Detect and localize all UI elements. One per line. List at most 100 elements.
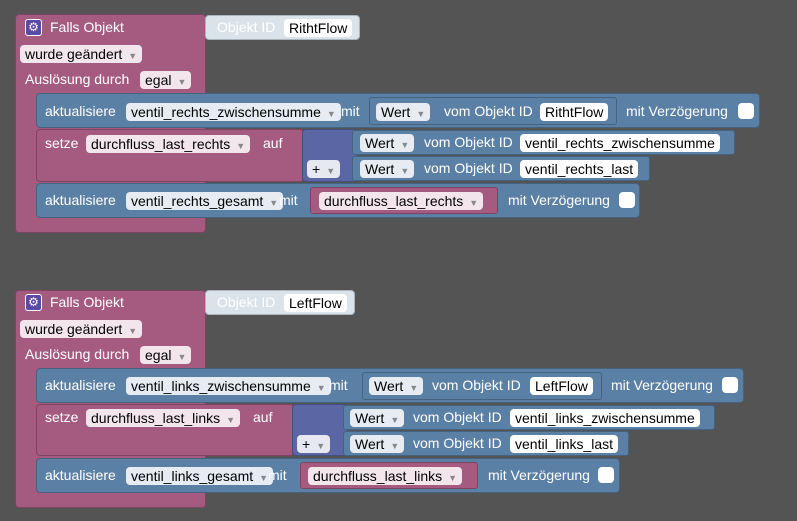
wert-value: Wert bbox=[355, 436, 385, 452]
dropdown-arrow-icon: ▼ bbox=[128, 326, 138, 336]
update-variable-dropdown[interactable]: ventil_rechts_gesamt ▼ bbox=[126, 192, 284, 210]
vom-objekt-label: vom Objekt ID bbox=[424, 134, 513, 150]
gear-icon[interactable]: ⚙ bbox=[25, 294, 42, 311]
update-variable-dropdown[interactable]: ventil_rechts_zwischensumme ▼ bbox=[126, 103, 341, 121]
setze-label: setze bbox=[45, 135, 79, 151]
delay-checkbox[interactable] bbox=[598, 467, 614, 483]
trigger-spine bbox=[20, 88, 34, 226]
object-field[interactable]: RithtFlow bbox=[540, 103, 609, 121]
trigger-spine bbox=[20, 365, 34, 501]
value-variable-dropdown[interactable]: durchfluss_last_rechts ▼ bbox=[319, 192, 484, 210]
dropdown-arrow-icon: ▼ bbox=[448, 473, 458, 483]
wert-dropdown[interactable]: Wert▼ bbox=[376, 103, 431, 121]
delay-label: mit Verzögerung bbox=[488, 467, 590, 483]
update-variable: ventil_links_gesamt bbox=[131, 468, 254, 484]
update-variable-dropdown[interactable]: ventil_links_zwischensumme ▼ bbox=[126, 377, 331, 395]
condition-dropdown[interactable]: wurde geändert ▼ bbox=[20, 320, 143, 338]
delay-label: mit Verzögerung bbox=[508, 192, 610, 208]
dropdown-arrow-icon: ▼ bbox=[400, 140, 410, 150]
condition-value: wurde geändert bbox=[25, 46, 123, 62]
delay-checkbox[interactable] bbox=[738, 103, 754, 119]
operator-value: + bbox=[302, 436, 311, 452]
dropdown-arrow-icon: ▼ bbox=[390, 415, 400, 425]
delay-checkbox[interactable] bbox=[619, 192, 635, 208]
dropdown-arrow-icon: ▼ bbox=[469, 198, 479, 208]
mit-label: mit bbox=[268, 467, 287, 483]
auf-label: auf bbox=[263, 135, 283, 151]
object-field[interactable]: ventil_links_zwischensumme bbox=[510, 409, 700, 427]
value-variable: durchfluss_last_rechts bbox=[324, 193, 464, 209]
wert-value: Wert bbox=[355, 410, 385, 426]
update-variable-dropdown[interactable]: ventil_links_gesamt ▼ bbox=[126, 467, 274, 485]
ausloesung-label: Auslösung durch bbox=[25, 71, 130, 87]
gear-icon[interactable]: ⚙ bbox=[25, 19, 42, 36]
object-field[interactable]: LeftFlow bbox=[530, 377, 593, 395]
mit-label: mit bbox=[279, 192, 298, 208]
operator-dropdown[interactable]: +▼ bbox=[307, 160, 341, 178]
wert-dropdown[interactable]: Wert ▼ bbox=[369, 377, 424, 395]
condition-value: wurde geändert bbox=[25, 321, 123, 337]
dropdown-arrow-icon: ▼ bbox=[236, 141, 246, 151]
wert-dropdown[interactable]: Wert ▼ bbox=[360, 160, 415, 178]
wert-value: Wert bbox=[374, 378, 404, 394]
dropdown-arrow-icon: ▼ bbox=[326, 166, 336, 176]
trigger-label: Falls Objekt bbox=[50, 294, 124, 310]
dropdown-arrow-icon: ▼ bbox=[326, 109, 336, 119]
value-variable-dropdown[interactable]: durchfluss_last_links ▼ bbox=[308, 467, 463, 485]
object-field[interactable]: ventil_rechts_zwischensumme bbox=[520, 134, 720, 152]
math-block[interactable] bbox=[292, 404, 348, 456]
condition-dropdown[interactable]: wurde geändert ▼ bbox=[20, 45, 143, 63]
operator-value: + bbox=[312, 161, 321, 177]
auf-label: auf bbox=[253, 409, 273, 425]
vom-objekt-label: vom Objekt ID bbox=[432, 377, 521, 393]
setze-variable: durchfluss_last_rechts bbox=[91, 136, 231, 152]
wert-dropdown[interactable]: Wert ▼ bbox=[350, 435, 405, 453]
setze-variable-dropdown[interactable]: durchfluss_last_links ▼ bbox=[86, 409, 241, 427]
dropdown-arrow-icon: ▼ bbox=[177, 352, 187, 362]
object-id-label: Objekt ID bbox=[217, 294, 276, 310]
delay-label: mit Verzögerung bbox=[626, 103, 728, 119]
dropdown-arrow-icon: ▼ bbox=[177, 77, 187, 87]
object-field[interactable]: ventil_rechts_last bbox=[520, 160, 639, 178]
setze-label: setze bbox=[45, 409, 79, 425]
dropdown-arrow-icon: ▼ bbox=[316, 441, 326, 451]
wert-value: Wert bbox=[365, 161, 395, 177]
update-label: aktualisiere bbox=[45, 103, 116, 119]
setze-variable-dropdown[interactable]: durchfluss_last_rechts ▼ bbox=[86, 135, 251, 153]
ausloesung-label: Auslösung durch bbox=[25, 346, 130, 362]
object-id-field[interactable]: RithtFlow bbox=[284, 19, 353, 37]
update-label: aktualisiere bbox=[45, 377, 116, 393]
update-variable: ventil_rechts_zwischensumme bbox=[131, 104, 321, 120]
mit-label: mit bbox=[341, 103, 360, 119]
dropdown-arrow-icon: ▼ bbox=[400, 166, 410, 176]
dropdown-arrow-icon: ▼ bbox=[259, 473, 269, 483]
object-field[interactable]: ventil_links_last bbox=[510, 435, 619, 453]
trigger-label: Falls Objekt bbox=[50, 19, 124, 35]
vom-objekt-label: vom Objekt ID bbox=[424, 160, 513, 176]
update-label: aktualisiere bbox=[45, 192, 116, 208]
wert-dropdown[interactable]: Wert ▼ bbox=[350, 409, 405, 427]
vom-objekt-label: vom Objekt ID bbox=[413, 435, 502, 451]
dropdown-arrow-icon: ▼ bbox=[316, 383, 326, 393]
delay-label: mit Verzögerung bbox=[611, 377, 713, 393]
dropdown-arrow-icon: ▼ bbox=[128, 51, 138, 61]
wert-value: Wert bbox=[381, 104, 411, 120]
dropdown-arrow-icon: ▼ bbox=[269, 198, 279, 208]
ausloesung-value: egal bbox=[145, 347, 172, 363]
dropdown-arrow-icon: ▼ bbox=[409, 383, 419, 393]
dropdown-arrow-icon: ▼ bbox=[226, 415, 236, 425]
object-id-field[interactable]: LeftFlow bbox=[284, 294, 347, 312]
object-id-label: Objekt ID bbox=[217, 19, 276, 35]
ausloesung-dropdown[interactable]: egal ▼ bbox=[140, 346, 192, 364]
delay-checkbox[interactable] bbox=[722, 377, 738, 393]
operator-dropdown[interactable]: +▼ bbox=[297, 435, 331, 453]
value-variable: durchfluss_last_links bbox=[313, 468, 443, 484]
wert-dropdown[interactable]: Wert▼ bbox=[360, 134, 415, 152]
update-variable: ventil_rechts_gesamt bbox=[131, 193, 264, 209]
ausloesung-dropdown[interactable]: egal▼ bbox=[140, 71, 192, 89]
update-label: aktualisiere bbox=[45, 467, 116, 483]
setze-variable: durchfluss_last_links bbox=[91, 410, 221, 426]
update-variable: ventil_links_zwischensumme bbox=[131, 378, 311, 394]
vom-objekt-label: vom Objekt ID bbox=[444, 103, 533, 119]
dropdown-arrow-icon: ▼ bbox=[390, 441, 400, 451]
